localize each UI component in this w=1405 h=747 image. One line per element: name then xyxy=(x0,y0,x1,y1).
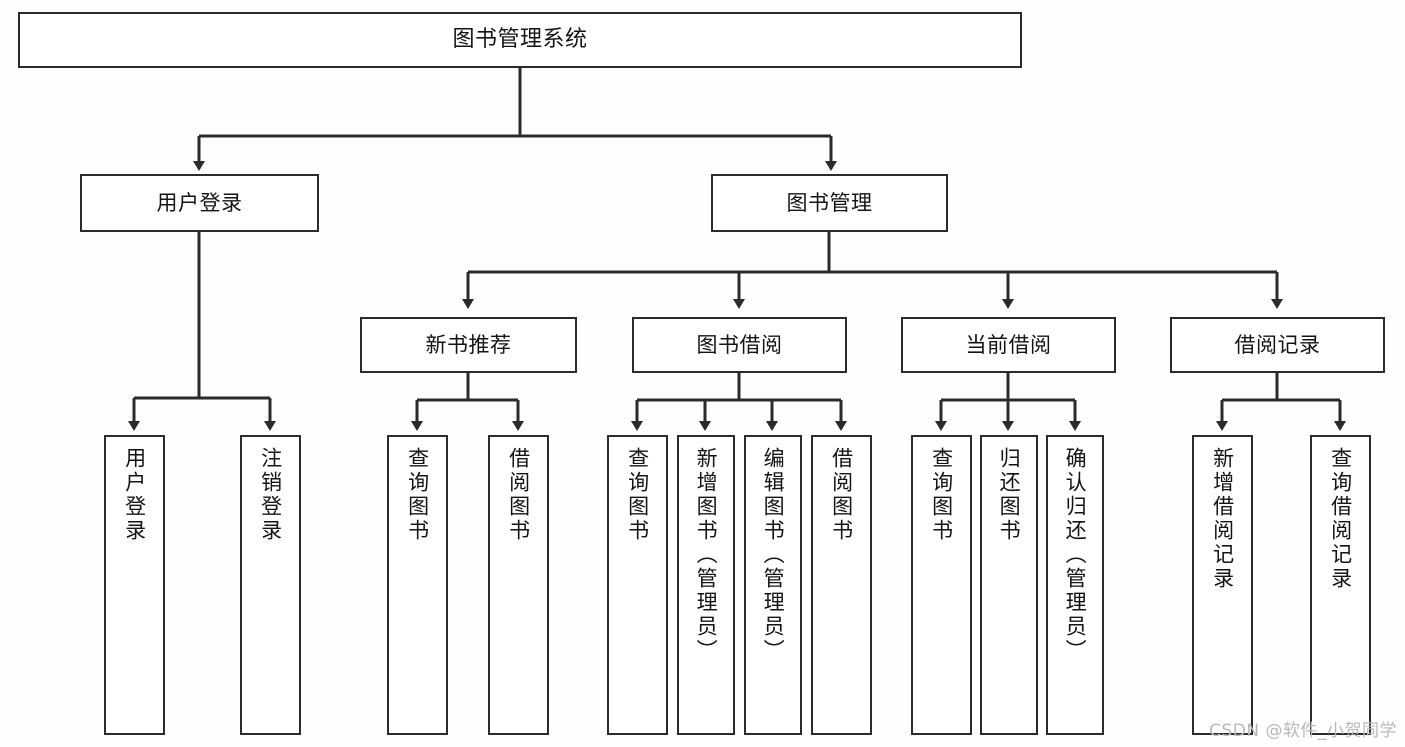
node-label: 借阅图书 xyxy=(829,447,854,543)
node-book-borrow[interactable]: 图书借阅 xyxy=(632,317,847,373)
node-borrow-record[interactable]: 借阅记录 xyxy=(1170,317,1385,373)
node-label: 借阅图书 xyxy=(506,447,531,543)
leaf-edit-book[interactable]: 编辑图书（管理员） xyxy=(744,435,802,735)
node-label: 用户登录 xyxy=(156,190,243,215)
node-label: 借阅记录 xyxy=(1234,332,1321,357)
node-label: 确认归还（管理员） xyxy=(1063,447,1088,663)
leaf-return-book[interactable]: 归还图书 xyxy=(980,435,1038,735)
node-root-system[interactable]: 图书管理系统 xyxy=(18,12,1022,68)
leaf-add-book[interactable]: 新增图书（管理员） xyxy=(677,435,735,735)
leaf-add-borrow-record[interactable]: 新增借阅记录 xyxy=(1192,435,1253,735)
leaf-query-book-borrow[interactable]: 查询图书 xyxy=(607,435,668,735)
node-new-book-recommend[interactable]: 新书推荐 xyxy=(360,317,577,373)
node-label: 注销登录 xyxy=(258,447,283,543)
node-label: 查询图书 xyxy=(929,447,954,543)
leaf-borrow-book[interactable]: 借阅图书 xyxy=(811,435,872,735)
node-current-borrow[interactable]: 当前借阅 xyxy=(901,317,1116,373)
node-label: 新增图书（管理员） xyxy=(694,447,719,663)
node-label: 用户登录 xyxy=(122,447,147,543)
node-label: 归还图书 xyxy=(997,447,1022,543)
node-label: 新增借阅记录 xyxy=(1210,447,1235,591)
node-label: 新书推荐 xyxy=(425,332,512,357)
node-label: 编辑图书（管理员） xyxy=(761,447,786,663)
node-user-login[interactable]: 用户登录 xyxy=(80,174,319,232)
node-label: 图书借阅 xyxy=(696,332,783,357)
leaf-query-borrow-record[interactable]: 查询借阅记录 xyxy=(1310,435,1371,735)
node-label: 图书管理系统 xyxy=(452,27,588,53)
node-label: 当前借阅 xyxy=(965,332,1052,357)
node-label: 图书管理 xyxy=(786,190,873,215)
node-label: 查询图书 xyxy=(405,447,430,543)
node-label: 查询图书 xyxy=(625,447,650,543)
leaf-logout-login[interactable]: 注销登录 xyxy=(240,435,301,735)
leaf-user-login[interactable]: 用户登录 xyxy=(104,435,165,735)
leaf-confirm-return[interactable]: 确认归还（管理员） xyxy=(1046,435,1104,735)
node-book-manage[interactable]: 图书管理 xyxy=(711,174,948,232)
leaf-borrow-book-recommend[interactable]: 借阅图书 xyxy=(488,435,549,735)
csdn-watermark: CSDN @软件_小贺同学 xyxy=(1209,721,1397,741)
leaf-query-book-recommend[interactable]: 查询图书 xyxy=(387,435,448,735)
node-label: 查询借阅记录 xyxy=(1328,447,1353,591)
leaf-query-book-current[interactable]: 查询图书 xyxy=(911,435,972,735)
